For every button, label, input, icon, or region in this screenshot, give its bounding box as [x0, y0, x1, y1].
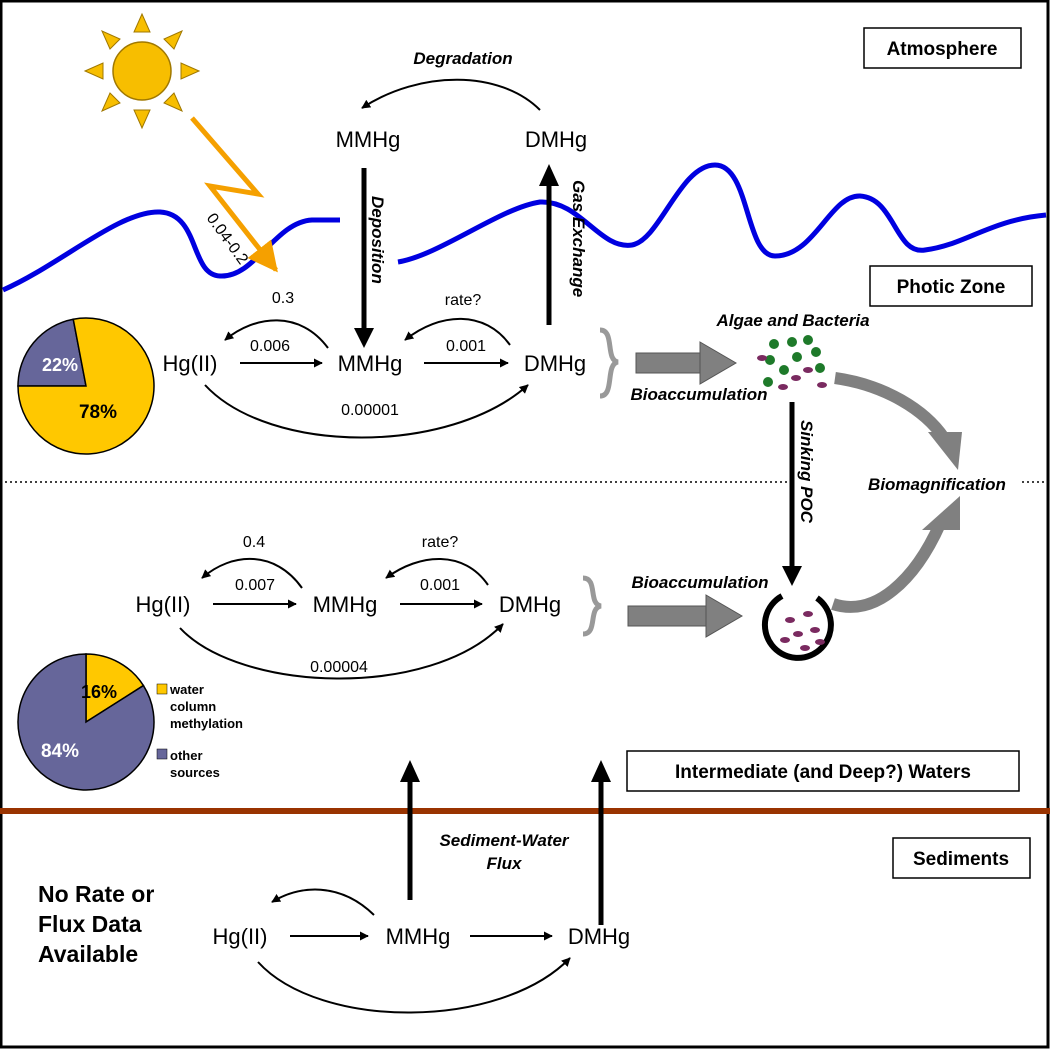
- int-rate-demeth: 0.4: [243, 534, 265, 551]
- int-mmhg: MMHg: [313, 592, 378, 617]
- legend-water-line1: water: [169, 682, 204, 697]
- photic-rate-unknown: rate?: [445, 292, 482, 309]
- no-data-note-line2: Flux Data: [38, 911, 142, 937]
- int-rate-unknown: rate?: [422, 534, 459, 551]
- atm-mmhg: MMHg: [336, 127, 401, 152]
- legend-other-line2: sources: [170, 765, 220, 780]
- particle-consumer-icon: [761, 593, 834, 661]
- zone-label-intermediate: Intermediate (and Deep?) Waters: [675, 762, 971, 783]
- int-rate-mm-to-dm: 0.001: [420, 577, 460, 594]
- zone-label-photic: Photic Zone: [897, 277, 1006, 298]
- int-rate-methylation: 0.007: [235, 577, 275, 594]
- photic-rate-demeth: 0.3: [272, 290, 294, 307]
- no-data-note-line3: Available: [38, 941, 138, 967]
- photic-dmhg: DMHg: [524, 351, 586, 376]
- photic-pie-label-a: 22%: [42, 355, 78, 375]
- sed-mmhg: MMHg: [386, 924, 451, 949]
- int-rate-hg-to-dm: 0.00004: [310, 659, 368, 676]
- algae-bacteria-cluster-icon: [757, 335, 827, 390]
- sinking-poc-label: Sinking POC: [797, 420, 816, 524]
- flux-label-line2: Flux: [487, 854, 523, 873]
- gas-exchange-label: Gas Exchange: [569, 180, 588, 297]
- photic-hg-to-dmhg-arrow: [204, 384, 529, 439]
- legend-other-line1: other: [170, 748, 203, 763]
- int-bracket: [582, 575, 603, 637]
- degradation-arrow: [361, 78, 541, 111]
- biomagnification-lower-arrow: [831, 496, 960, 613]
- int-dmhg-to-mmhg-arrow: [385, 558, 489, 586]
- legend-water-line3: methylation: [170, 716, 243, 731]
- int-bioaccumulation-arrow: [627, 594, 743, 638]
- photic-pie-slice-b: [17, 317, 155, 455]
- int-pie-label-a: 16%: [81, 682, 117, 702]
- sed-dmhg: DMHg: [568, 924, 630, 949]
- photic-pie-label-b: 78%: [79, 402, 117, 423]
- int-demethylation-arrow: [201, 558, 303, 589]
- int-hg-to-dmhg-arrow: [179, 623, 504, 680]
- int-hg: Hg(II): [136, 592, 191, 617]
- photic-demethylation-arrow: [224, 319, 329, 349]
- photic-hg: Hg(II): [163, 351, 218, 376]
- photic-pie-chart: [17, 317, 155, 455]
- int-bioaccumulation-label: Bioaccumulation: [632, 573, 769, 592]
- sun-icon: [83, 12, 201, 130]
- photic-bioaccumulation-label: Bioaccumulation: [631, 385, 768, 404]
- atm-dmhg: DMHg: [525, 127, 587, 152]
- int-pie-chart: [17, 653, 155, 791]
- degradation-label: Degradation: [413, 49, 512, 68]
- photic-rate-hg-to-dm: 0.00001: [341, 402, 399, 419]
- legend-swatch-other: [156, 748, 168, 760]
- sunlight-lightning-icon: [190, 116, 278, 273]
- biomagnification-upper-arrow: [834, 372, 962, 470]
- no-data-note-line1: No Rate or: [38, 881, 154, 907]
- int-dmhg: DMHg: [499, 592, 561, 617]
- int-pie-slice-b: [17, 653, 155, 791]
- legend-swatch-water: [156, 683, 168, 695]
- photic-bracket: [599, 327, 620, 399]
- sunlight-rate: 0.04-0.2: [203, 210, 251, 268]
- photic-rate-mm-to-dm: 0.001: [446, 338, 486, 355]
- sed-demethylation-arrow: [271, 888, 375, 916]
- photic-dmhg-to-mmhg-arrow: [404, 317, 511, 346]
- zone-label-sediments: Sediments: [913, 849, 1009, 870]
- sed-hg: Hg(II): [213, 924, 268, 949]
- int-pie-slice-a: [85, 653, 145, 724]
- sed-hg-to-dmhg-arrow: [257, 957, 571, 1014]
- int-pie-label-b: 84%: [41, 741, 79, 762]
- deposition-label: Deposition: [368, 196, 387, 284]
- algae-bacteria-label: Algae and Bacteria: [715, 311, 869, 330]
- flux-label-line1: Sediment-Water: [439, 831, 569, 850]
- photic-rate-methylation: 0.006: [250, 338, 290, 355]
- legend-water-line2: column: [170, 699, 216, 714]
- zone-label-atmosphere: Atmosphere: [887, 39, 998, 60]
- photic-pie-slice-a: [17, 318, 87, 387]
- photic-mmhg: MMHg: [338, 351, 403, 376]
- photic-bioaccumulation-arrow: [635, 341, 737, 385]
- biomagnification-label: Biomagnification: [868, 475, 1006, 494]
